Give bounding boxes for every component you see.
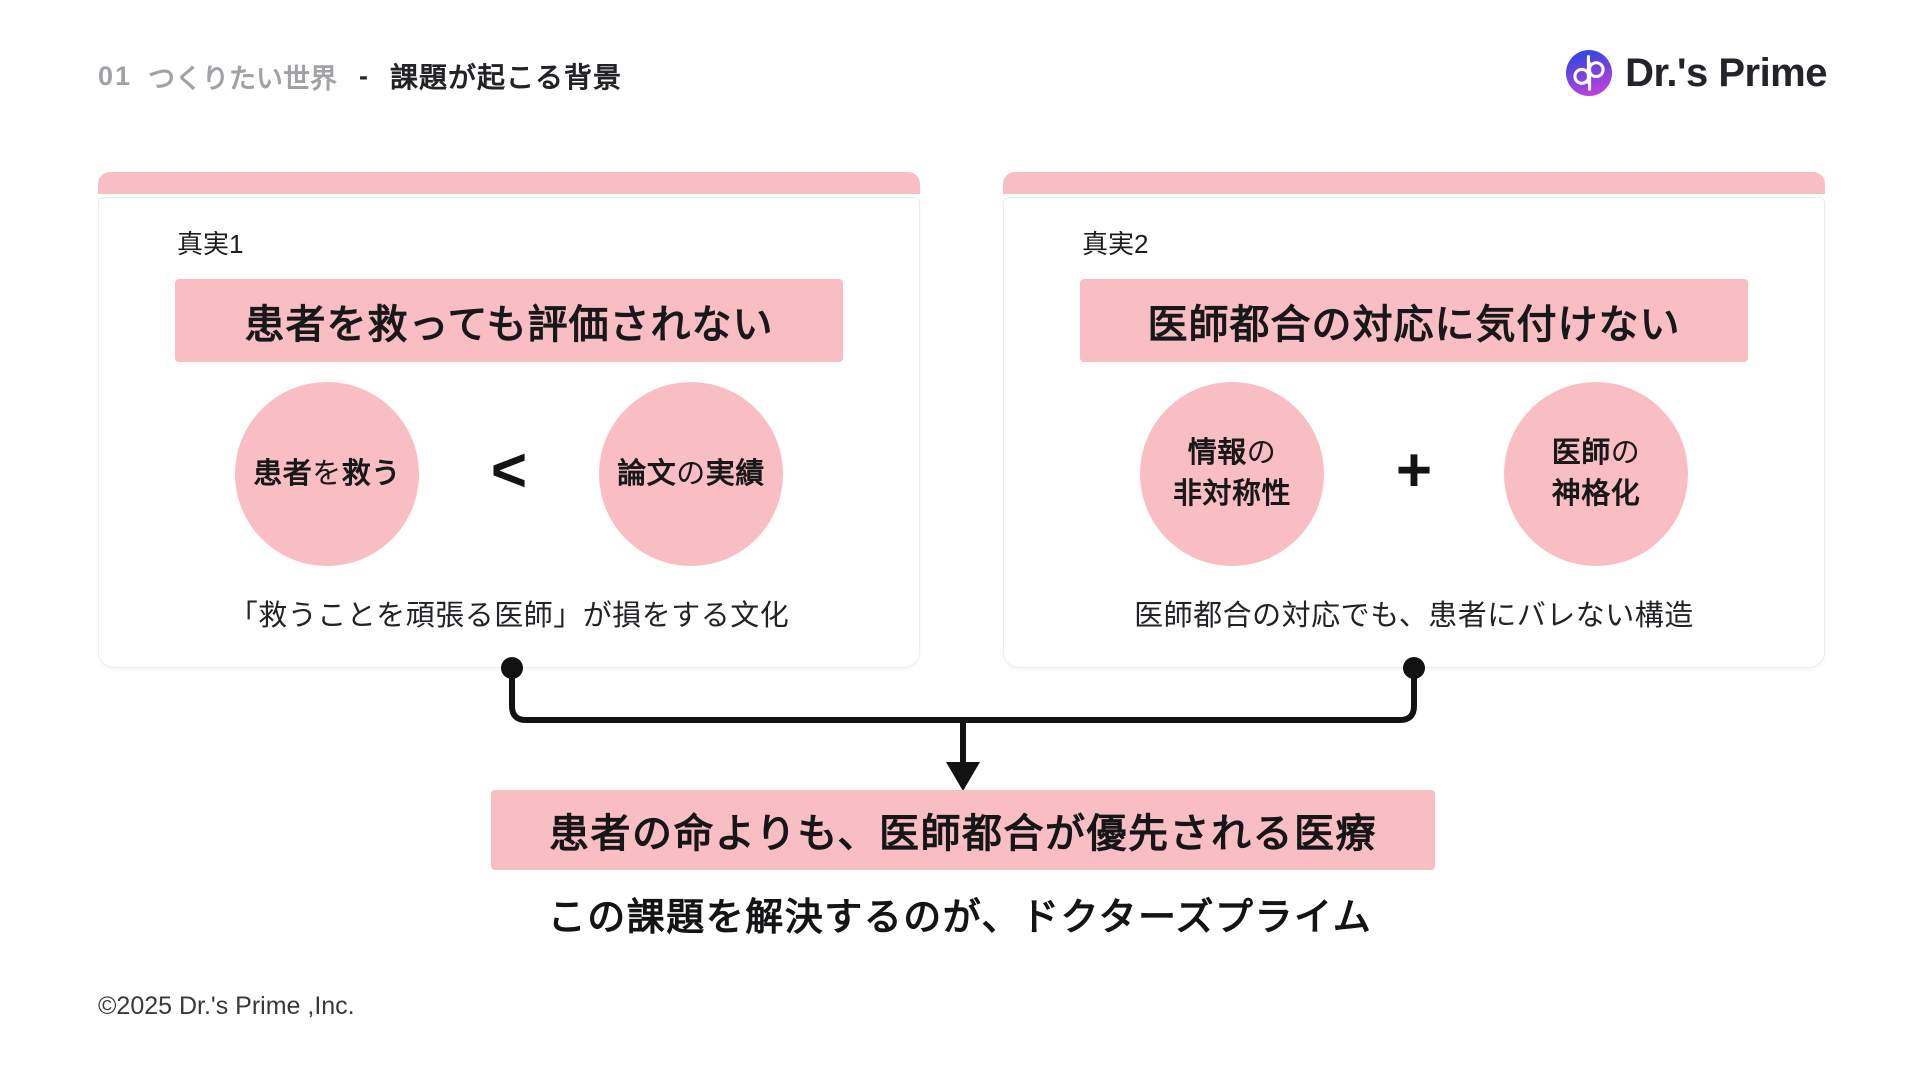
conclusion-box: 患者の命よりも、医師都合が優先される医療	[491, 790, 1435, 870]
down-arrow-head-icon	[946, 762, 980, 791]
conclusion-subtext: この課題を解決するのが、ドクターズプライム	[547, 897, 1373, 939]
card-1-caption: 「救うことを頑張る医師」が損をする文化	[228, 600, 790, 632]
truth-card-2: 真実2 医師都合の対応に気付けない 情報の非対称性 + 医師の神格化 医師都合の…	[1003, 172, 1825, 668]
section-number: 01	[98, 60, 133, 91]
card-2-body: 真実2 医師都合の対応に気付けない 情報の非対称性 + 医師の神格化 医師都合の…	[1003, 197, 1825, 668]
card-1-circle-row: 患者を救う < 論文の実績	[99, 382, 919, 567]
page-title: 課題が起こる背景	[390, 62, 623, 93]
drs-prime-logo: Dr.'s Prime	[1566, 50, 1827, 96]
less-than-symbol: <	[490, 435, 528, 505]
card-2-left-circle: 情報の非対称性	[1140, 382, 1324, 567]
card-1-top-bar	[98, 172, 920, 194]
plus-symbol: +	[1395, 435, 1433, 505]
card-2-right-circle: 医師の神格化	[1504, 382, 1688, 567]
drs-prime-logo-text: Dr.'s Prime	[1625, 50, 1827, 95]
header-separator: -	[359, 60, 369, 91]
merge-bracket-line	[509, 668, 1417, 723]
truth-card-1: 真実1 患者を救っても評価されない 患者を救う < 論文の実績 「救うことを頑張…	[98, 172, 920, 668]
header: 01 つくりたい世界 - 課題が起こる背景	[98, 56, 622, 96]
card-2-label: 真実2	[1082, 229, 1149, 259]
card-2-caption: 医師都合の対応でも、患者にバレない構造	[1134, 600, 1694, 632]
card-1-label: 真実1	[177, 229, 244, 259]
section-title: つくりたい世界	[148, 63, 338, 94]
card-2-top-bar	[1003, 172, 1825, 194]
card-1-left-circle: 患者を救う	[235, 382, 419, 567]
card-2-circle-row: 情報の非対称性 + 医師の神格化	[1004, 382, 1824, 567]
card-1-heading: 患者を救っても評価されない	[175, 279, 843, 363]
card-1-right-circle: 論文の実績	[599, 382, 783, 567]
copyright: ©2025 Dr.'s Prime ,Inc.	[98, 992, 355, 1020]
card-2-heading: 医師都合の対応に気付けない	[1080, 279, 1748, 363]
card-1-body: 真実1 患者を救っても評価されない 患者を救う < 論文の実績 「救うことを頑張…	[98, 197, 920, 668]
drs-prime-logo-icon	[1566, 50, 1613, 96]
